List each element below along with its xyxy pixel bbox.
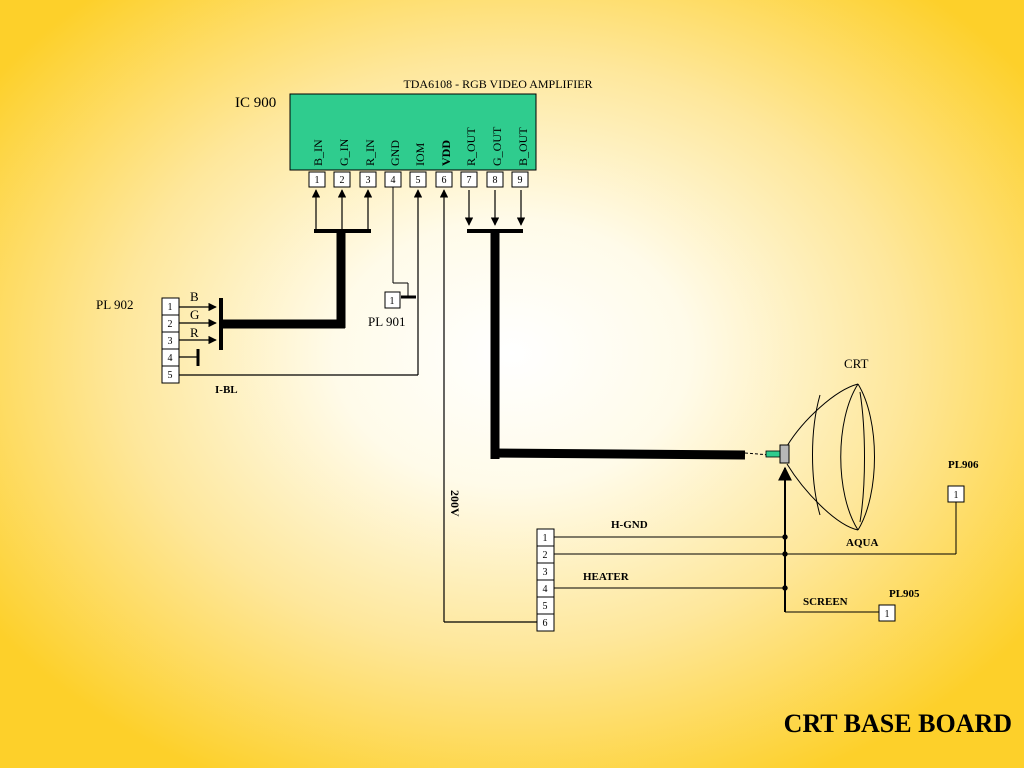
pin-number-1: 1 (315, 175, 320, 186)
pin-number-5: 5 (416, 175, 421, 186)
pin-number-3: 3 (366, 175, 371, 186)
pin-name-8: G_OUT (490, 126, 504, 166)
signal-r: R (190, 325, 199, 340)
signal-b: B (190, 289, 199, 304)
aqua-label: AQUA (846, 537, 878, 549)
socket-pin-2: 2 (543, 550, 548, 561)
pl906-pin: 1 (954, 490, 959, 501)
pl905-pin: 1 (885, 609, 890, 620)
pl902-pin-3: 3 (168, 336, 173, 347)
pin-name-1: B_IN (311, 139, 325, 166)
pl905-connector: PL905 1 (878, 588, 920, 622)
pin-name-2: G_IN (337, 138, 351, 166)
pl905-ref: PL905 (889, 588, 920, 600)
pl902-connector: PL 902 1 2 3 4 5 B G R I-BL (96, 189, 423, 396)
socket-pin-3: 3 (543, 567, 548, 578)
voltage-label: 200V (448, 490, 462, 517)
pin-name-5: IOM (413, 142, 427, 166)
input-bus (222, 189, 373, 329)
crt-label: CRT (844, 356, 869, 371)
pin-number-7: 7 (467, 175, 472, 186)
pin-number-9: 9 (518, 175, 523, 186)
pin-number-4: 4 (391, 175, 396, 186)
pl906-ref: PL906 (948, 459, 979, 471)
crt-tube (779, 383, 875, 531)
signal-g: G (190, 307, 199, 322)
screen-label: SCREEN (803, 596, 848, 608)
socket-pin-5: 5 (543, 601, 548, 612)
hgnd-label: H-GND (611, 519, 648, 531)
ic-pin-numbers: 1 2 3 4 5 6 7 8 9 (308, 171, 529, 188)
pin-name-3: R_IN (363, 139, 377, 166)
pl902-pin-4: 4 (168, 353, 173, 364)
pin-name-7: R_OUT (464, 127, 478, 166)
pin-name-4: GND (388, 140, 402, 166)
pl901-pin: 1 (390, 296, 395, 307)
ic-title: TDA6108 - RGB VIDEO AMPLIFIER (403, 77, 592, 91)
pin-number-6: 6 (442, 175, 447, 186)
page-title: CRT BASE BOARD (784, 709, 1012, 738)
socket-pin-4: 4 (543, 584, 548, 595)
ic-body (289, 93, 537, 171)
ic-900: TDA6108 - RGB VIDEO AMPLIFIER IC 900 B_I… (235, 77, 593, 188)
output-bus (464, 190, 781, 460)
vdd-line (439, 189, 537, 623)
ic-ref: IC 900 (235, 95, 276, 111)
pl902-pin-2: 2 (168, 319, 173, 330)
pl901-ref: PL 901 (368, 314, 405, 329)
pl902-ref: PL 902 (96, 297, 133, 312)
crt-socket-connector: 1 2 3 4 5 6 (536, 528, 555, 632)
iblank-label: I-BL (215, 384, 238, 396)
pl902-pin-1: 1 (168, 302, 173, 313)
pin-number-2: 2 (340, 175, 345, 186)
heater-label: HEATER (583, 571, 630, 583)
crt-socket-wiring (554, 466, 957, 613)
pin-name-9: B_OUT (516, 127, 530, 166)
pin-name-6: VDD (439, 140, 453, 166)
pl902-pin-5: 5 (168, 370, 173, 381)
pl901-connector: 1 PL 901 (368, 187, 416, 329)
pin-number-8: 8 (493, 175, 498, 186)
ic-pin-names: B_IN G_IN R_IN GND IOM VDD R_OUT G_OUT B… (311, 126, 530, 166)
socket-pin-6: 6 (543, 618, 548, 629)
pl906-connector: PL906 1 (947, 459, 979, 503)
socket-pin-1: 1 (543, 533, 548, 544)
